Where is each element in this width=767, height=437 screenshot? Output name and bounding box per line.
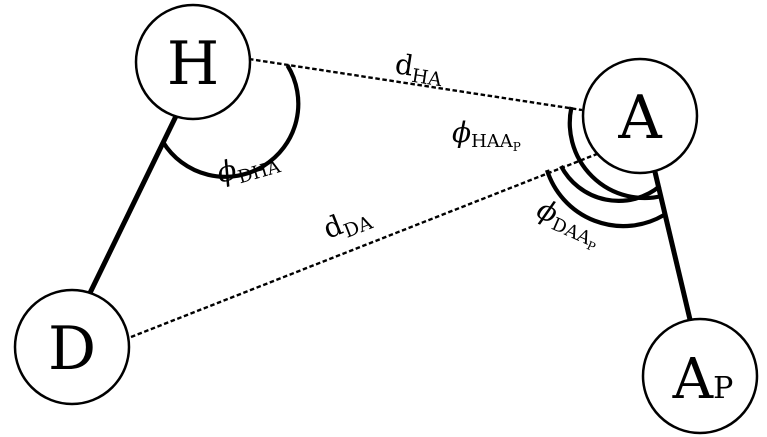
distance-line-h-a (248, 57, 583, 112)
angle-arc-daap-outer (544, 169, 666, 229)
label-d-ha-symbol: d (393, 47, 416, 82)
node-d-label: D (48, 314, 96, 384)
label-phi-dha: ϕDHA (213, 141, 284, 194)
node-a: A (581, 57, 699, 175)
label-phi-haap-symbol: ϕ (452, 116, 471, 149)
label-phi-haap: ϕHAAP (452, 116, 521, 154)
label-phi-haap-sub: HAA (471, 131, 514, 152)
label-d-da-sub: DA (341, 212, 376, 243)
node-ap-main: A (672, 347, 714, 412)
label-d-ha: dHA (392, 47, 446, 91)
node-ap-subscript: P (713, 371, 733, 406)
angle-arc-dha (161, 64, 301, 179)
label-d-da: dDA (319, 198, 376, 250)
angle-arc-daap-inner (559, 165, 662, 203)
label-d-ha-sub: HA (410, 65, 444, 91)
node-d: D (13, 288, 131, 406)
bond-h-d (86, 110, 181, 297)
node-a-label: A (617, 83, 662, 153)
node-ap: AP (641, 317, 759, 435)
node-ap-label: AP (672, 347, 734, 412)
label-phi-dha-sub: DHA (236, 156, 284, 188)
label-phi-haap-subsub: P (513, 140, 521, 154)
node-h-label: H (167, 29, 219, 99)
node-h: H (134, 3, 252, 121)
distance-line-d-a (130, 152, 598, 339)
